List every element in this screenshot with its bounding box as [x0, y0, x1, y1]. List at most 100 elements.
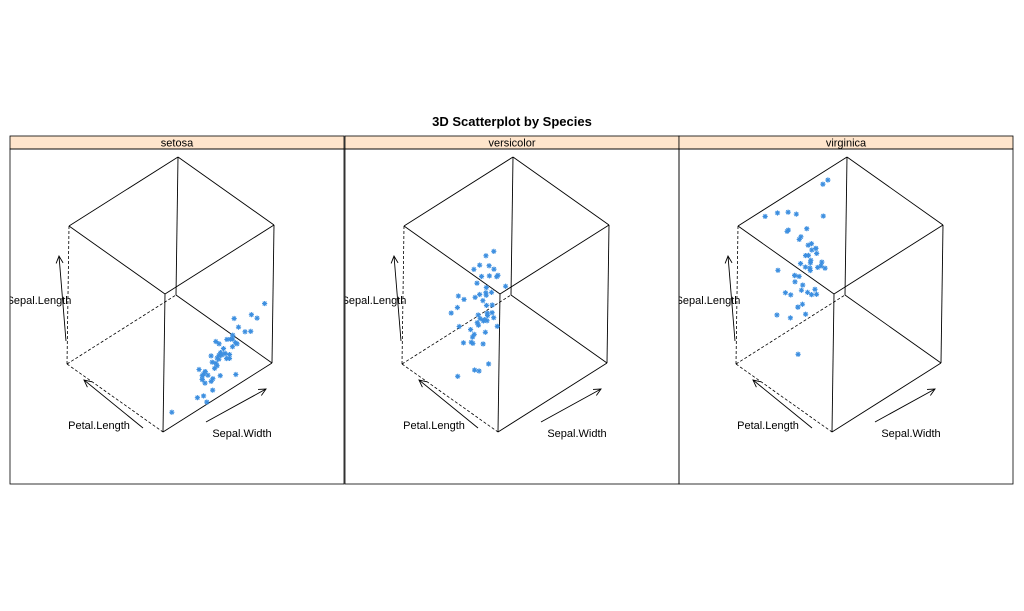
data-point: [476, 368, 482, 374]
cube-edge: [737, 225, 835, 295]
data-point: [455, 293, 461, 299]
cube-edge: [68, 156, 179, 227]
cube-edge: [844, 294, 942, 364]
strip-label-versicolor: versicolor: [488, 138, 535, 150]
data-point: [210, 376, 216, 382]
data-point: [248, 328, 254, 334]
cube-edge: [177, 156, 275, 226]
data-point: [456, 323, 462, 330]
panel-border-setosa: [9, 148, 345, 485]
data-point: [486, 263, 492, 269]
panel-setosa: setosaSepal.LengthPetal.LengthSepal.Widt…: [9, 135, 345, 485]
data-point: [484, 318, 490, 324]
arrow-sepal-length: [727, 255, 736, 342]
data-point: [262, 300, 268, 307]
cube-hidden-edge: [401, 294, 512, 365]
data-point: [226, 351, 233, 358]
data-point: [235, 324, 242, 330]
arrow-petal-length: [83, 379, 144, 429]
arrow-petal-length: [752, 379, 813, 429]
arrow-sepal-width: [540, 388, 602, 423]
cube-edge: [164, 224, 275, 295]
data-point: [488, 289, 495, 295]
data-point: [491, 248, 497, 254]
data-point: [471, 331, 477, 337]
data-point: [782, 290, 789, 296]
cube-edge: [737, 156, 848, 227]
data-point: [478, 273, 485, 280]
data-point: [813, 245, 819, 252]
data-point: [199, 376, 205, 383]
data-point: [804, 289, 811, 295]
data-point: [825, 177, 831, 183]
cube-edge: [499, 224, 610, 295]
cube-edge: [833, 224, 944, 295]
data-point: [194, 395, 201, 401]
arrow-sepal-length-head: [724, 254, 733, 264]
data-point: [200, 393, 207, 399]
cube-edge: [844, 156, 848, 296]
strip-label-virginica: virginica: [826, 138, 867, 150]
axis-label-sepal-width: Sepal.Width: [881, 428, 940, 440]
cube-edge: [68, 225, 166, 295]
strip-label-setosa: setosa: [161, 138, 194, 150]
data-point: [815, 264, 821, 271]
data-point: [209, 359, 215, 365]
cube-edge: [271, 224, 275, 364]
data-point: [805, 252, 812, 258]
data-point: [489, 302, 495, 308]
data-point: [210, 387, 216, 393]
data-point: [471, 367, 478, 373]
data-point: [798, 287, 805, 293]
data-point: [822, 265, 828, 271]
cube-edge: [162, 293, 166, 433]
data-point: [472, 294, 478, 300]
panel-border-virginica: [678, 148, 1014, 485]
data-point: [248, 312, 255, 318]
data-point: [454, 304, 461, 311]
data-point: [814, 250, 820, 257]
arrow-sepal-length-head: [55, 254, 64, 264]
arrow-petal-length: [418, 379, 479, 429]
axis-label-sepal-length: Sepal.Length: [342, 295, 407, 307]
data-point: [232, 340, 239, 346]
cube-edge: [497, 362, 608, 433]
arrow-sepal-width-head: [257, 388, 267, 396]
data-point: [787, 315, 794, 321]
data-point: [196, 366, 202, 373]
arrow-sepal-width: [205, 388, 267, 423]
data-point: [802, 264, 809, 270]
data-point: [169, 409, 175, 415]
data-point: [820, 181, 826, 187]
data-point: [202, 380, 208, 386]
data-point: [214, 355, 220, 361]
arrow-sepal-length-head: [390, 254, 399, 264]
data-point: [774, 312, 780, 318]
data-point: [233, 371, 239, 378]
data-point: [774, 210, 781, 216]
arrow-petal-length-head: [418, 379, 427, 388]
data-point: [480, 341, 486, 347]
data-point: [792, 279, 798, 285]
data-point: [448, 310, 454, 316]
data-point: [222, 350, 228, 357]
data-point: [494, 323, 500, 329]
data-point: [489, 310, 495, 316]
data-point: [762, 213, 768, 220]
arrow-sepal-width-head: [926, 388, 936, 396]
data-point: [813, 291, 820, 297]
arrow-sepal-width: [874, 388, 936, 423]
chart-title: 3D Scatterplot by Species: [432, 114, 592, 129]
data-point: [804, 226, 810, 232]
panel-versicolor: versicolorSepal.LengthPetal.LengthSepal.…: [342, 135, 680, 485]
data-point: [219, 352, 225, 358]
data-point: [477, 262, 483, 268]
cube-edge: [403, 156, 514, 227]
cube-edge: [846, 156, 944, 226]
cube-edge: [512, 156, 610, 226]
axis-label-sepal-length: Sepal.Length: [676, 295, 741, 307]
cube-edge: [162, 362, 273, 433]
data-point: [212, 365, 218, 371]
data-point: [229, 344, 236, 350]
